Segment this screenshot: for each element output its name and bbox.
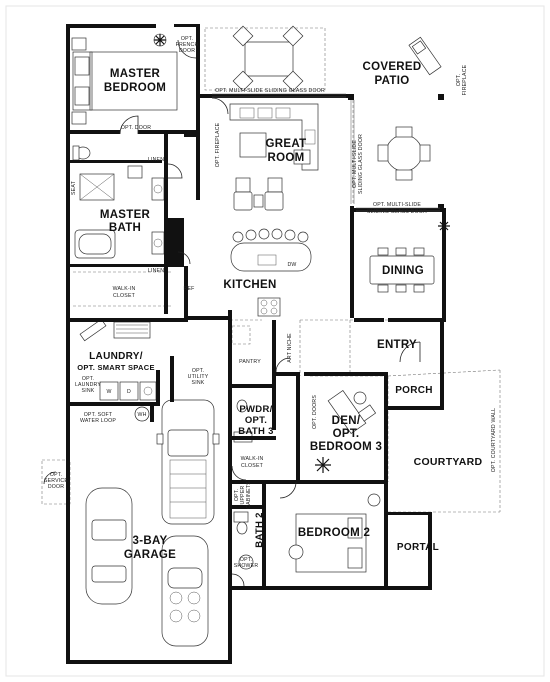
dining-table [369,247,435,293]
patio-dining-set [377,126,431,181]
laundry-fixtures [79,318,157,401]
bedroom-2-bed [288,493,381,573]
closet-shelving [73,271,172,307]
opt-courtyard-wall-note: OPT. COURTYARD WALL [491,408,497,473]
entry-label: ENTRY [377,339,417,351]
dining-label: DINING [382,265,424,277]
page-border [5,5,545,677]
range [257,297,281,317]
opt-door-note: OPT. DOOR [121,125,151,131]
pantry-note: PANTRY [239,359,261,365]
linen-note-2: LINEN [148,268,164,274]
kitchen-label: KITCHEN [223,279,276,291]
door-swings [43,39,421,587]
opt-doors-note: OPT. DOORS [312,395,318,429]
opt-fireplace-patio-note: OPT.FIREPLACE [456,64,468,95]
den-label: DEN/OPT.BEDROOM 3 [310,415,382,453]
ref-note: REF [184,286,195,292]
master-bed [71,37,178,125]
lounge-chair [408,36,442,76]
opt-multi-slide-vertical-note: OPT. MULTI-SLIDESLIDING GLASS DOOR [352,134,364,194]
opt-fireplace-great-note: OPT. FIREPLACE [215,122,221,167]
bedroom-2-label: BEDROOM 2 [298,527,370,539]
convertible [161,535,209,647]
laundry-label: LAUNDRY/OPT. SMART SPACE [77,351,155,372]
courtyard-label: COURTYARD [414,456,483,468]
sliding-doors [212,93,440,212]
sedan [85,487,133,605]
wh-note: WH [137,412,146,418]
opt-shower-note: OPT.SHOWER [234,557,259,569]
dw-note: DW [287,262,296,268]
pwdr-label: PWDR/OPT.BATH 3 [238,404,273,437]
linen-note-1: LINEN [148,157,164,163]
plant-icon [315,457,331,473]
seat-note: SEAT [71,180,77,195]
patio-table-top [232,25,304,92]
lounge-chairs [233,191,284,211]
porch-label: PORCH [395,385,433,396]
kitchen-island [230,228,312,272]
washer-note: W [106,389,111,395]
art-niche-note: ART NICHE [287,333,293,363]
truck [156,399,220,525]
plant-icon [153,33,167,47]
walls [66,24,446,664]
sectional-sofa [229,103,319,193]
dryer-note: D [127,389,131,395]
water-heater-symbol [134,406,150,422]
portal-label: PORTAL [397,542,439,553]
master-bath-fixtures [72,145,165,259]
den-furniture [327,389,377,435]
opt-multi-slide-top-note: OPT. MULTI-SLIDE SLIDING GLASS DOOR [215,88,325,94]
opt-upper-cabinets-note: OPT.UPPERCABINETS [234,481,252,509]
bath-2-label: BATH 2 [254,512,265,547]
